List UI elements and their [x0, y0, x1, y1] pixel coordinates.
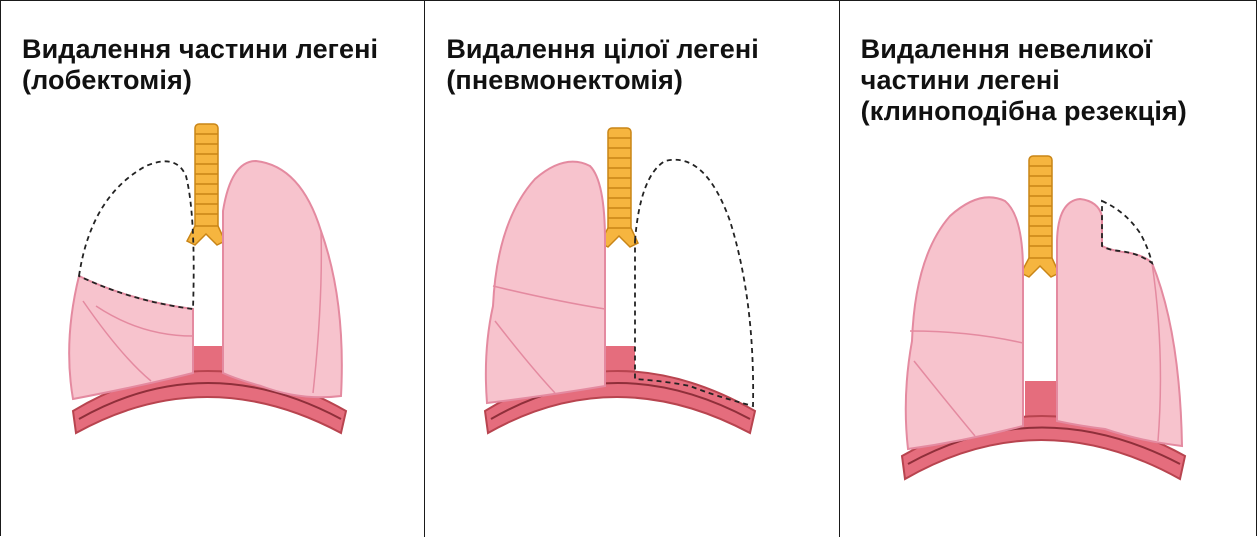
left-lung — [223, 161, 342, 397]
right-lung — [486, 162, 605, 403]
left-lung-remaining — [1057, 199, 1182, 446]
pneumonectomy-illustration — [425, 1, 840, 537]
removed-left-lung-outline — [635, 160, 753, 406]
wedge-resection-illustration — [840, 1, 1257, 537]
panel-lobectomy: Видалення частини легені (лобектомія) — [1, 1, 425, 537]
right-lung — [905, 197, 1022, 449]
trachea — [187, 124, 225, 245]
panel-pneumonectomy: Видалення цілої легені (пневмонектомія) — [425, 1, 839, 537]
lobectomy-illustration — [1, 1, 426, 537]
panel-wedge-resection: Видалення невеликої частини легені (клин… — [840, 1, 1256, 537]
trachea — [1021, 156, 1059, 277]
